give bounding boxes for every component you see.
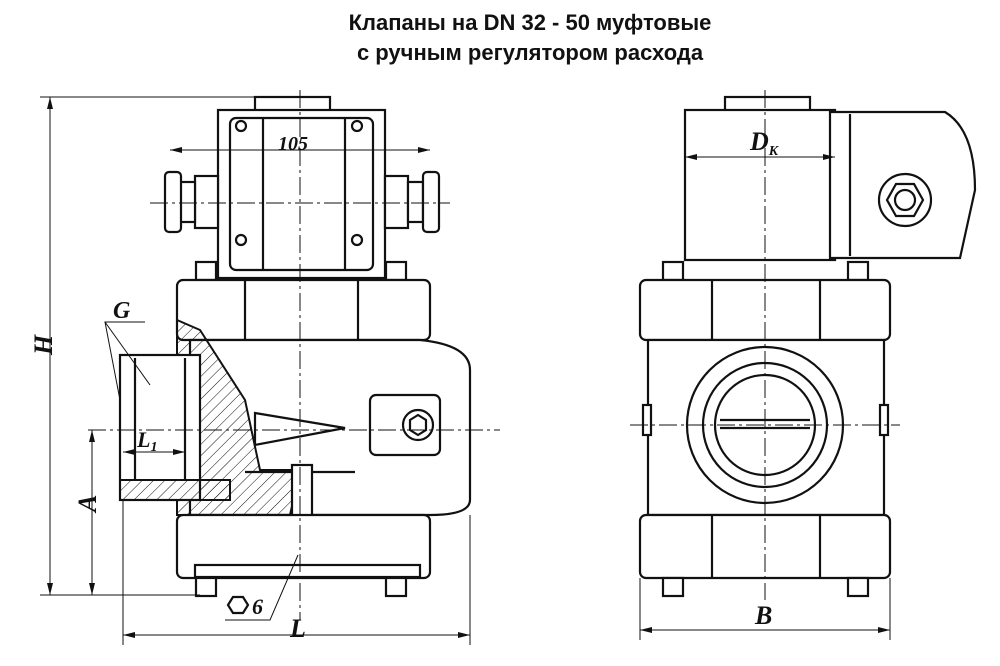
dim-l1: L1 [136,427,157,455]
coil [683,108,837,262]
title-line-1: Клапаны на DN 32 - 50 муфтовые [348,10,712,35]
hex-size: 6 [252,594,263,619]
title-line-2: с ручным регулятором расхода [356,40,704,65]
dim-a: A [73,495,102,514]
dim-l: L [289,614,306,643]
dim-h: H [29,334,58,356]
upper-flange [175,278,432,342]
side-view: DK B [630,90,977,640]
inlet-port [118,353,202,502]
cable-gland-right [383,170,441,234]
dim-105: 105 [278,133,308,155]
dim-b: B [754,601,772,630]
front-view: 105 H A L L1 G 6 [29,90,500,645]
thread-g: G [113,298,131,324]
cable-gland-left [163,170,220,234]
regulator-boss [368,393,442,457]
hex-key-icon [226,595,250,615]
screw-icons [234,119,364,247]
dim-dk: DK [749,127,780,159]
